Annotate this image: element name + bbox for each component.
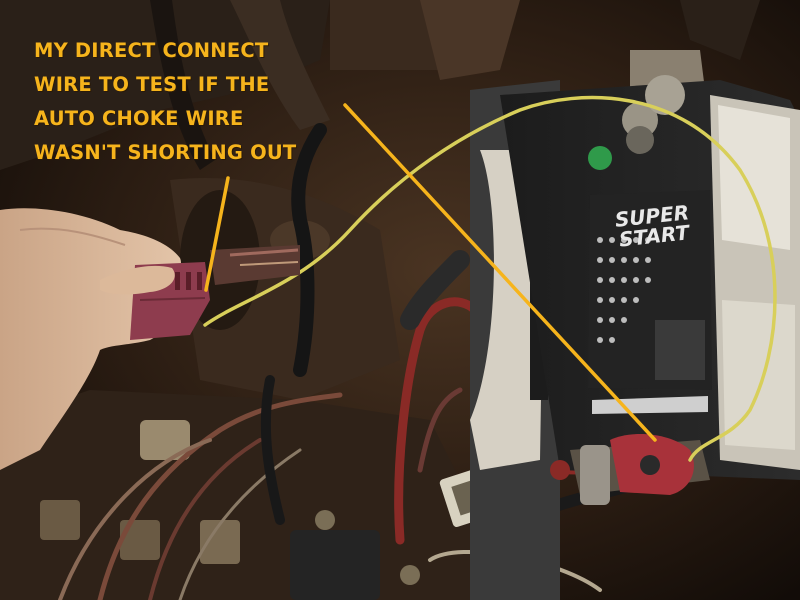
battery-brand-label: SUPER START — [606, 200, 700, 251]
caption-line-2: WIRE TO TEST IF THE — [34, 73, 270, 96]
caption-line-1: MY DIRECT CONNECT — [34, 39, 269, 62]
caption-line-3: AUTO CHOKE WIRE — [34, 107, 244, 130]
annotation-caption: MY DIRECT CONNECT WIRE TO TEST IF THE AU… — [34, 34, 364, 170]
caption-line-4: WASN'T SHORTING OUT — [34, 141, 297, 164]
